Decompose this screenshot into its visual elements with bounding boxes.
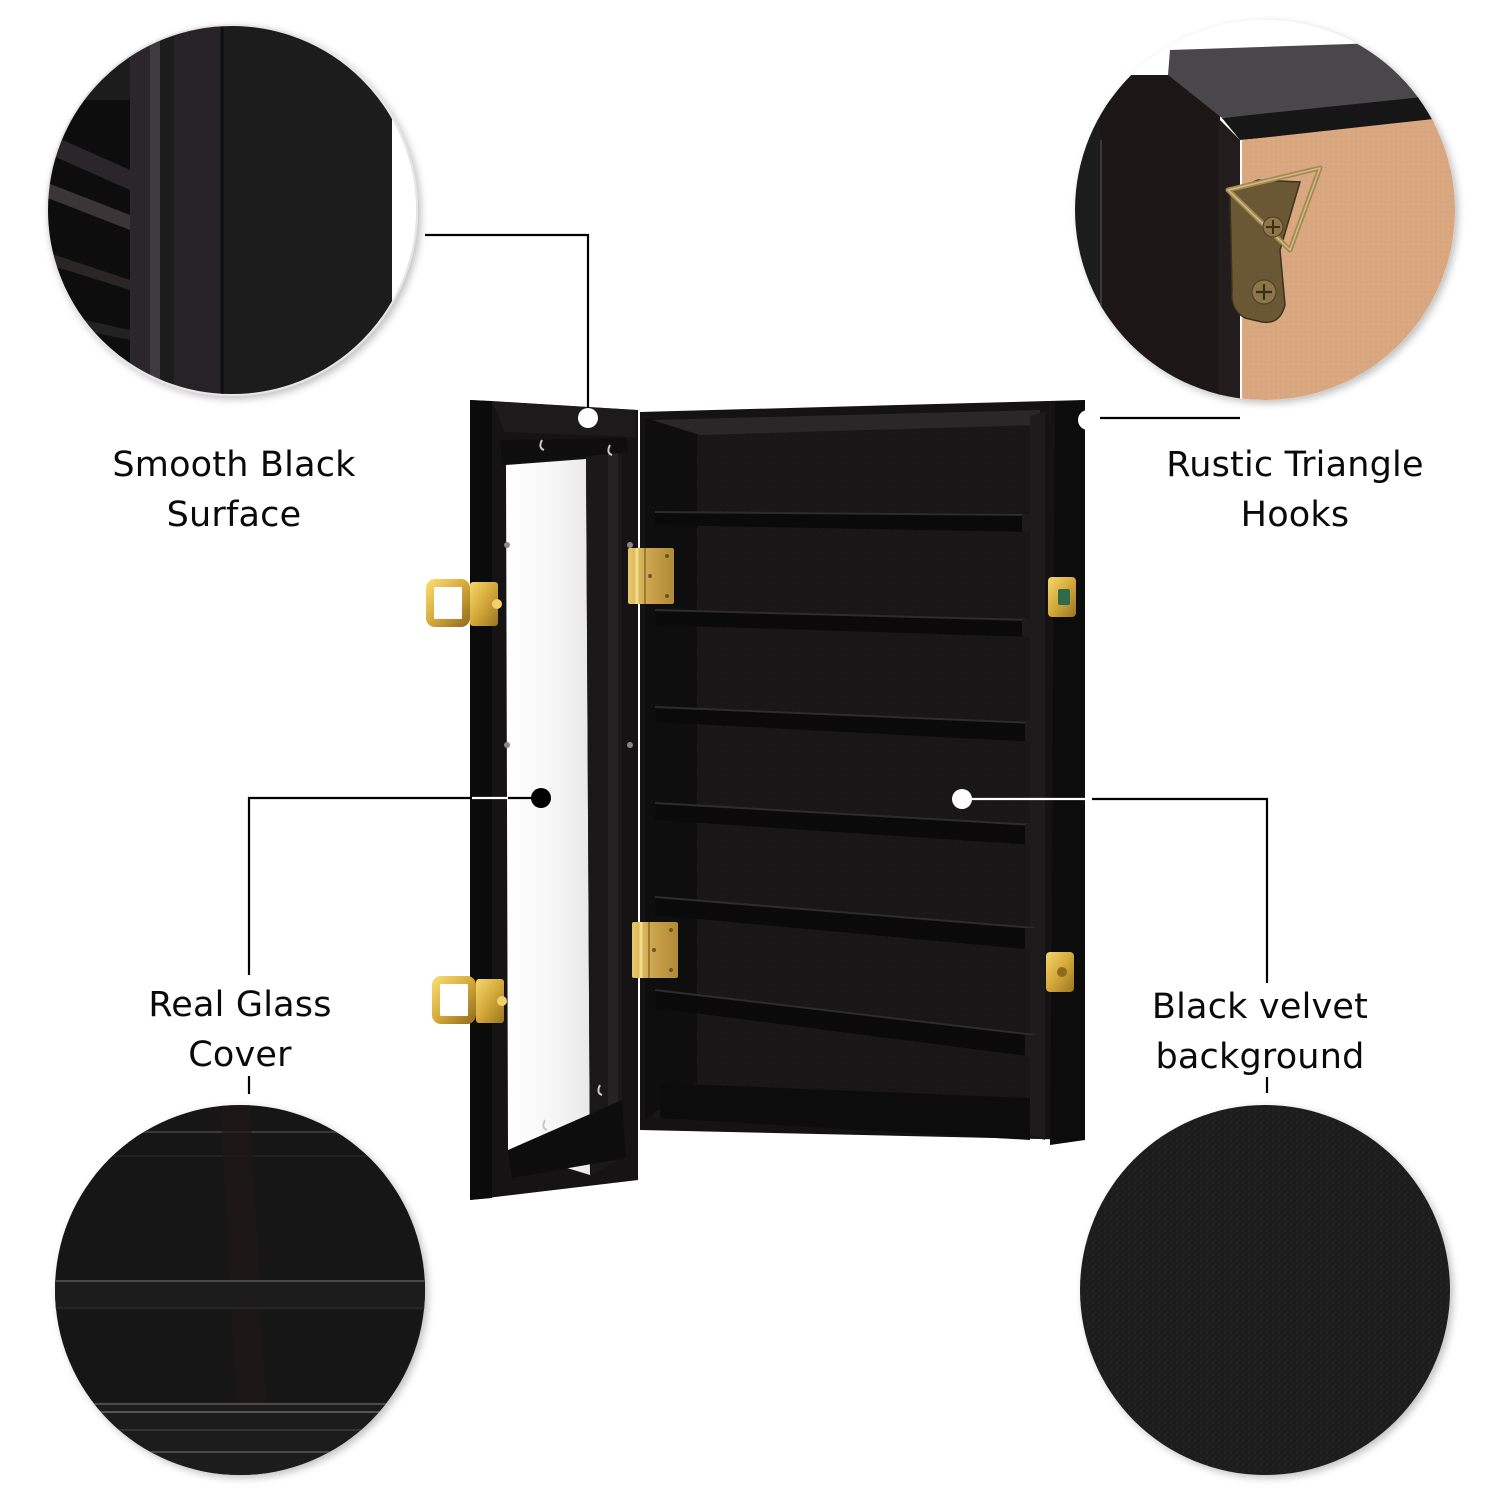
shelf-2 <box>654 609 1034 637</box>
cabinet-door <box>470 400 638 1200</box>
label-black-velvet-background: Black velvet background <box>1130 982 1390 1082</box>
smooth-surface-detail-image <box>46 24 418 396</box>
door-latch-bottom <box>432 976 507 1024</box>
shelf-4 <box>654 802 1037 845</box>
label-smooth-black-surface: Smooth Black Surface <box>84 440 384 540</box>
label-velvet-line1: Black velvet <box>1151 987 1369 1027</box>
label-smooth-line1: Smooth Black <box>112 445 356 485</box>
label-hooks-line1: Rustic Triangle <box>1166 445 1424 485</box>
strike-plate-top <box>1048 577 1076 617</box>
label-velvet-line2: background <box>1155 1037 1365 1077</box>
callout-velvet-background <box>952 789 1269 1093</box>
shelf-1 <box>654 511 1034 532</box>
callout-glass-cover <box>247 788 551 1094</box>
callout-triangle-hooks <box>1078 410 1240 430</box>
label-smooth-line2: Surface <box>166 495 302 535</box>
hinge-bottom <box>632 922 678 978</box>
label-glass-line1: Real Glass <box>148 985 332 1025</box>
label-hooks-line2: Hooks <box>1240 495 1350 535</box>
shelf-5 <box>654 896 1037 950</box>
shelf-3 <box>654 706 1037 742</box>
callout-smooth-surface <box>425 233 598 428</box>
glass-cover-detail-image <box>55 1105 425 1475</box>
label-real-glass-cover: Real Glass Cover <box>110 980 370 1080</box>
display-cabinet <box>426 400 1085 1200</box>
label-rustic-triangle-hooks: Rustic Triangle Hooks <box>1140 440 1450 540</box>
strike-plate-bottom <box>1046 952 1074 992</box>
shelf-6 <box>654 989 1037 1057</box>
shelves <box>654 511 1037 1057</box>
label-glass-line2: Cover <box>188 1035 292 1075</box>
door-latch-top <box>426 579 502 627</box>
hinge-top <box>628 548 674 604</box>
triangle-hook-detail-image <box>1075 20 1455 400</box>
glass-panel <box>506 459 590 1175</box>
velvet-background-detail-image <box>1080 1105 1450 1475</box>
